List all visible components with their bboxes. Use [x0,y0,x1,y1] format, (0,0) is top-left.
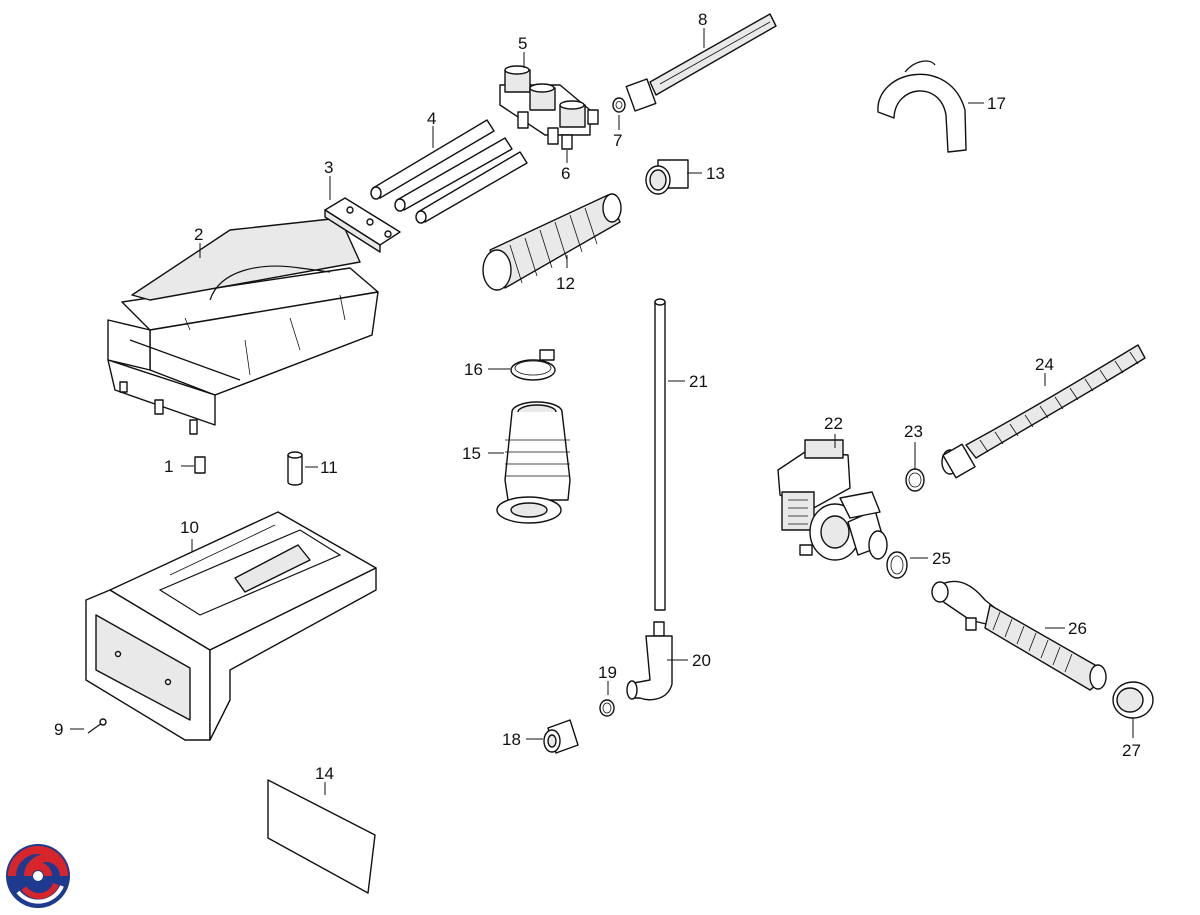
callout-1: 1 [164,457,173,476]
callout-2: 2 [194,225,203,244]
callout-labels: 1 2 3 4 5 6 7 8 9 10 11 12 13 14 15 16 1… [54,10,1141,783]
callout-5: 5 [518,34,527,53]
callout-19: 19 [598,663,617,682]
callout-11: 11 [320,458,338,477]
callout-3: 3 [324,158,333,177]
part-22-drain-pump [777,439,888,561]
part-19-clip [599,699,615,717]
callout-27: 27 [1122,741,1141,760]
callout-8: 8 [698,10,707,29]
part-10-drawer [85,511,377,741]
callout-25: 25 [932,549,951,568]
callout-21: 21 [689,372,708,391]
part-11-cap [287,451,303,486]
brand-swirl-logo-icon [6,844,70,908]
part-20-elbow [626,621,673,701]
part-21-rod [654,298,666,611]
part-25-clamp [886,551,908,579]
part-14-label-plate [267,779,376,894]
part-12-corrugated-hose [482,193,622,291]
callout-6: 6 [561,164,570,183]
part-27-clamp [1112,681,1154,719]
callout-12: 12 [556,274,575,293]
callout-17: 17 [987,94,1006,113]
part-26-connector-hose [931,580,1107,691]
callout-4: 4 [427,109,436,128]
callout-14: 14 [315,764,334,783]
part-1-clip [194,456,206,474]
part-23-clamp [905,468,925,492]
part-5-6-inlet-valve [499,65,599,150]
callout-13: 13 [706,164,725,183]
callout-15: 15 [462,444,481,463]
callout-18: 18 [502,730,521,749]
part-16-clamp [510,349,556,381]
part-7-nut [612,97,626,113]
part-13-nozzle [645,159,689,195]
part-3-connector-plate [324,197,401,253]
callout-7: 7 [613,131,622,150]
callout-22: 22 [824,414,843,433]
callout-23: 23 [904,422,923,441]
callout-26: 26 [1068,619,1087,638]
callout-24: 24 [1035,355,1054,374]
callout-20: 20 [692,651,711,670]
part-15-bellows-hose [496,401,571,524]
part-9-screw [87,718,107,734]
part-24-drain-hose [941,344,1146,479]
part-2-dispenser-housing [107,217,379,435]
leader-lines [70,28,1134,795]
part-4-hoses [370,119,528,224]
callout-16: 16 [464,360,483,379]
callout-10: 10 [180,518,199,537]
part-8-inlet-hose [625,13,777,112]
part-18-sleeve [543,719,579,754]
callout-9: 9 [54,720,63,739]
part-17-curved-bracket [877,60,967,153]
